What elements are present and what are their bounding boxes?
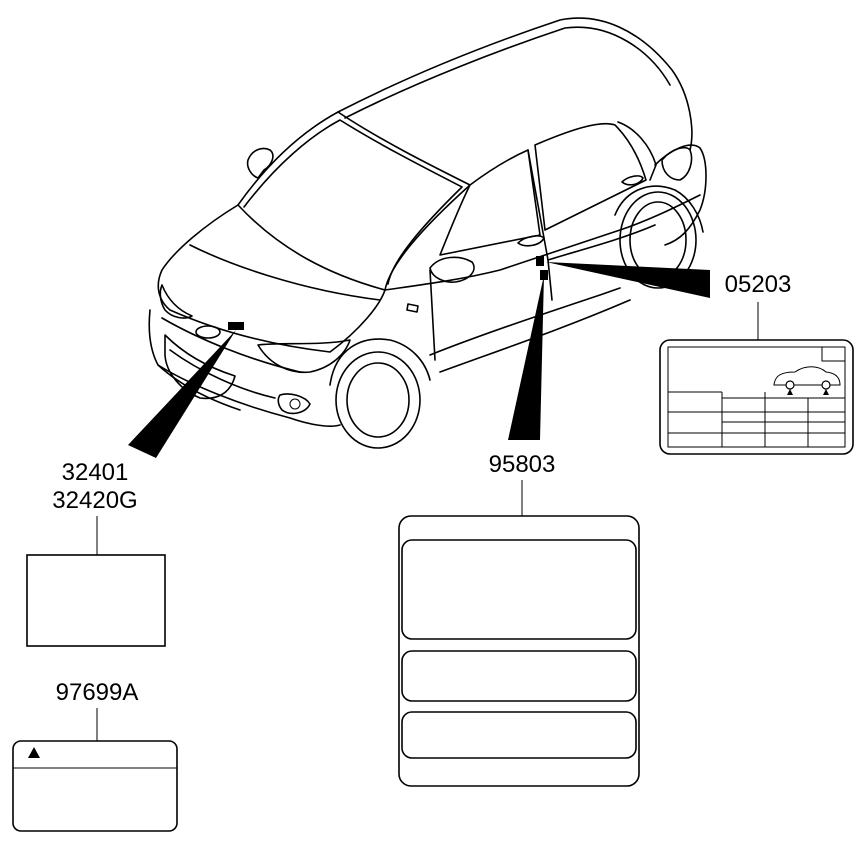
pillar-leader-wedge: [508, 275, 544, 440]
part-number-32420g: 32420G: [52, 487, 137, 514]
door-label-marker: [536, 256, 544, 266]
part-number-32401: 32401: [62, 459, 129, 486]
part-number-95803: 95803: [489, 451, 556, 478]
warning-triangle-icon: [28, 747, 40, 758]
hood-label-marker: [228, 322, 244, 330]
part-number-05203: 05203: [725, 271, 792, 298]
door-leader-wedge: [546, 262, 710, 298]
emission-label: [26, 554, 166, 647]
vehicle-info-label: [398, 515, 640, 787]
car-icon: [773, 366, 841, 395]
caution-label: [12, 740, 178, 832]
hood-leader-wedge: [128, 330, 236, 458]
car-illustration: [148, 17, 707, 449]
part-number-97699a: 97699A: [56, 679, 139, 706]
tire-pressure-label: [659, 339, 854, 455]
